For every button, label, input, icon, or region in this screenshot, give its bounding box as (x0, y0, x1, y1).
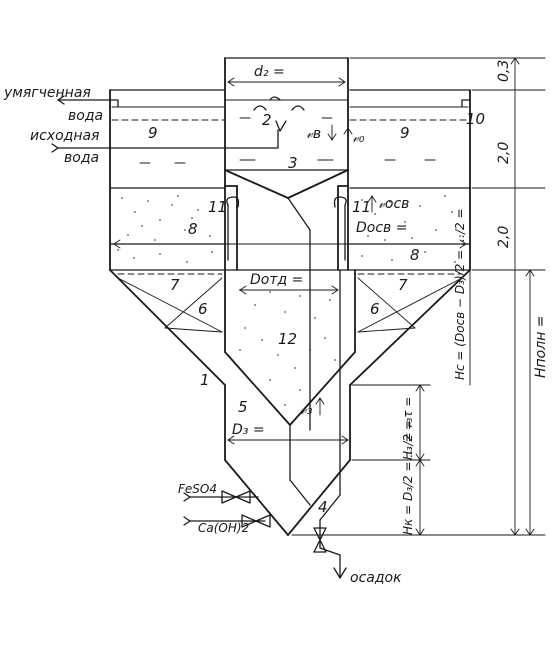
height-c-label: Hc = (Dосв − D₃)/2 = …/2 = (453, 208, 467, 380)
softened-water-label-1: умягченная (3, 85, 91, 101)
dimension-lines (113, 124, 467, 445)
central-chamber (224, 57, 349, 199)
distribution-baffles (117, 277, 463, 333)
num-8-right: 8 (410, 246, 420, 264)
height-top-label: 0,3 (496, 60, 512, 82)
num-3: 3 (288, 154, 298, 172)
num-6-right: 6 (370, 300, 380, 318)
softened-water-label-2: вода (68, 108, 103, 124)
num-8-left: 8 (188, 220, 198, 238)
height-total-label: Hполн = (533, 315, 549, 378)
feso4-label: FeSO4 (178, 482, 217, 496)
num-11-right: 11 (352, 198, 371, 216)
v3-label: 𝓋₃ (300, 402, 313, 418)
num-9-left: 9 (148, 124, 158, 142)
height-2-label: 2,0 (496, 226, 512, 248)
height-k-label: Hк = D₃/2 = …/2 = (401, 420, 415, 535)
d2-label: d₂ = (254, 64, 285, 80)
num-12: 12 (278, 330, 297, 348)
sludge-cone (224, 185, 356, 426)
lime-label: Ca(OH)2 (198, 521, 249, 535)
num-7-right: 7 (398, 276, 408, 294)
d-otd-label: Dотд = (250, 272, 303, 288)
num-10: 10 (466, 110, 485, 128)
d-osv-label: Dосв = (356, 220, 407, 236)
v0-label: 𝓋₀ (352, 130, 365, 146)
height-1-label: 2,0 (496, 142, 512, 164)
source-water-label-1: исходная (30, 128, 99, 144)
d3-label: D₃ = (232, 422, 265, 438)
num-1: 1 (200, 371, 210, 389)
num-4: 4 (318, 498, 328, 516)
num-11-left: 11 (208, 198, 227, 216)
sludge-label: осадок (350, 570, 402, 586)
num-9-right: 9 (400, 124, 410, 142)
num-5: 5 (238, 398, 248, 416)
vb-label: 𝓋в (306, 126, 321, 142)
v-osv-label: 𝓋осв (378, 196, 409, 212)
pipes (51, 95, 471, 579)
num-6-left: 6 (198, 300, 208, 318)
num-2: 2 (262, 111, 272, 129)
height-labels: 0,3 2,0 2,0 Hполн = Hc = (Dосв − D₃)/2 =… (401, 60, 549, 535)
height-dimensions (291, 57, 546, 536)
source-water-label-2: вода (64, 150, 99, 166)
sediment-dots (117, 195, 461, 406)
num-7-left: 7 (170, 276, 180, 294)
text-labels: умягченная вода исходная вода осадок FeS… (3, 64, 485, 586)
height-3-label: H₃ = 𝓋₃τ = (401, 397, 415, 460)
